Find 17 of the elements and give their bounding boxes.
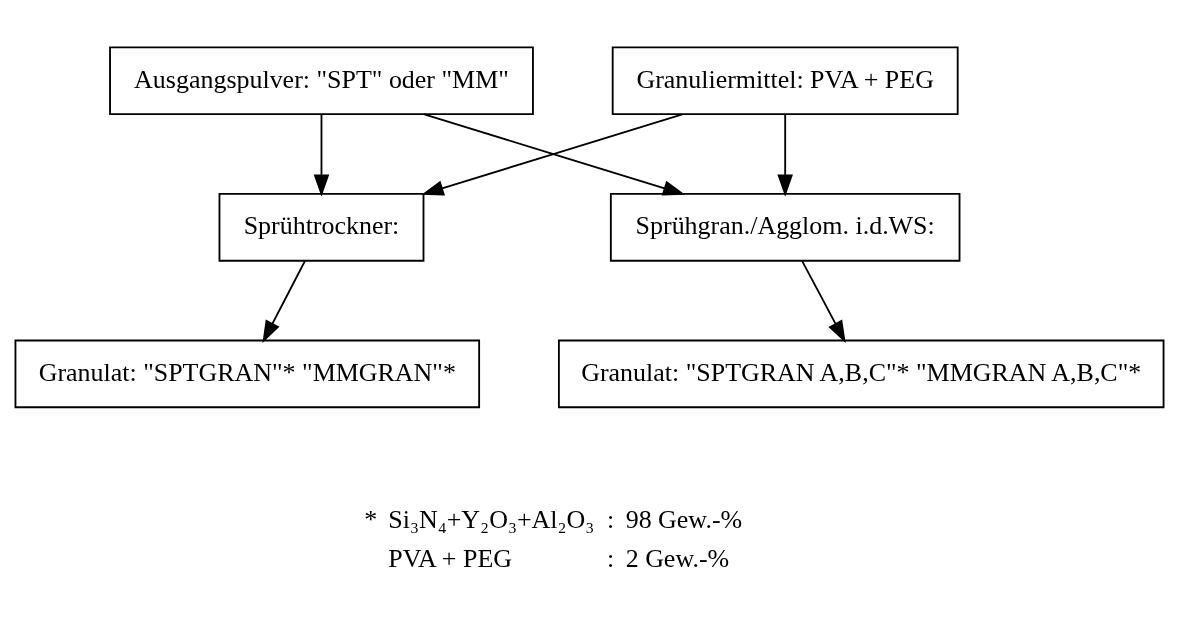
label: : — [607, 544, 615, 574]
arrow — [777, 113, 793, 197]
node-box: Sprühtrockner: — [218, 193, 425, 262]
node-box: Granulat: "SPTGRAN"* "MMGRAN"* — [14, 339, 481, 409]
node-box: Granuliermittel: PVA + PEG — [611, 46, 959, 116]
arrow — [313, 113, 330, 197]
label: : — [607, 505, 615, 535]
label: PVA + PEG — [388, 544, 513, 574]
label: 2 Gew.-% — [625, 544, 730, 574]
node-box: Granulat: "SPTGRAN A,B,C"* "MMGRAN A,B,C"* — [557, 339, 1165, 409]
label: Si₃N₄+Y₂O₃+Al₂O₃ — [388, 505, 595, 535]
node-box: Ausgangspulver: "SPT" oder "MM" — [109, 46, 534, 116]
node-box: Sprühgran./Agglom. i.d.WS: — [609, 193, 961, 262]
arrow — [801, 259, 846, 343]
label: * — [364, 505, 378, 535]
label: 98 Gew.-% — [625, 505, 743, 535]
arrow — [262, 259, 306, 343]
